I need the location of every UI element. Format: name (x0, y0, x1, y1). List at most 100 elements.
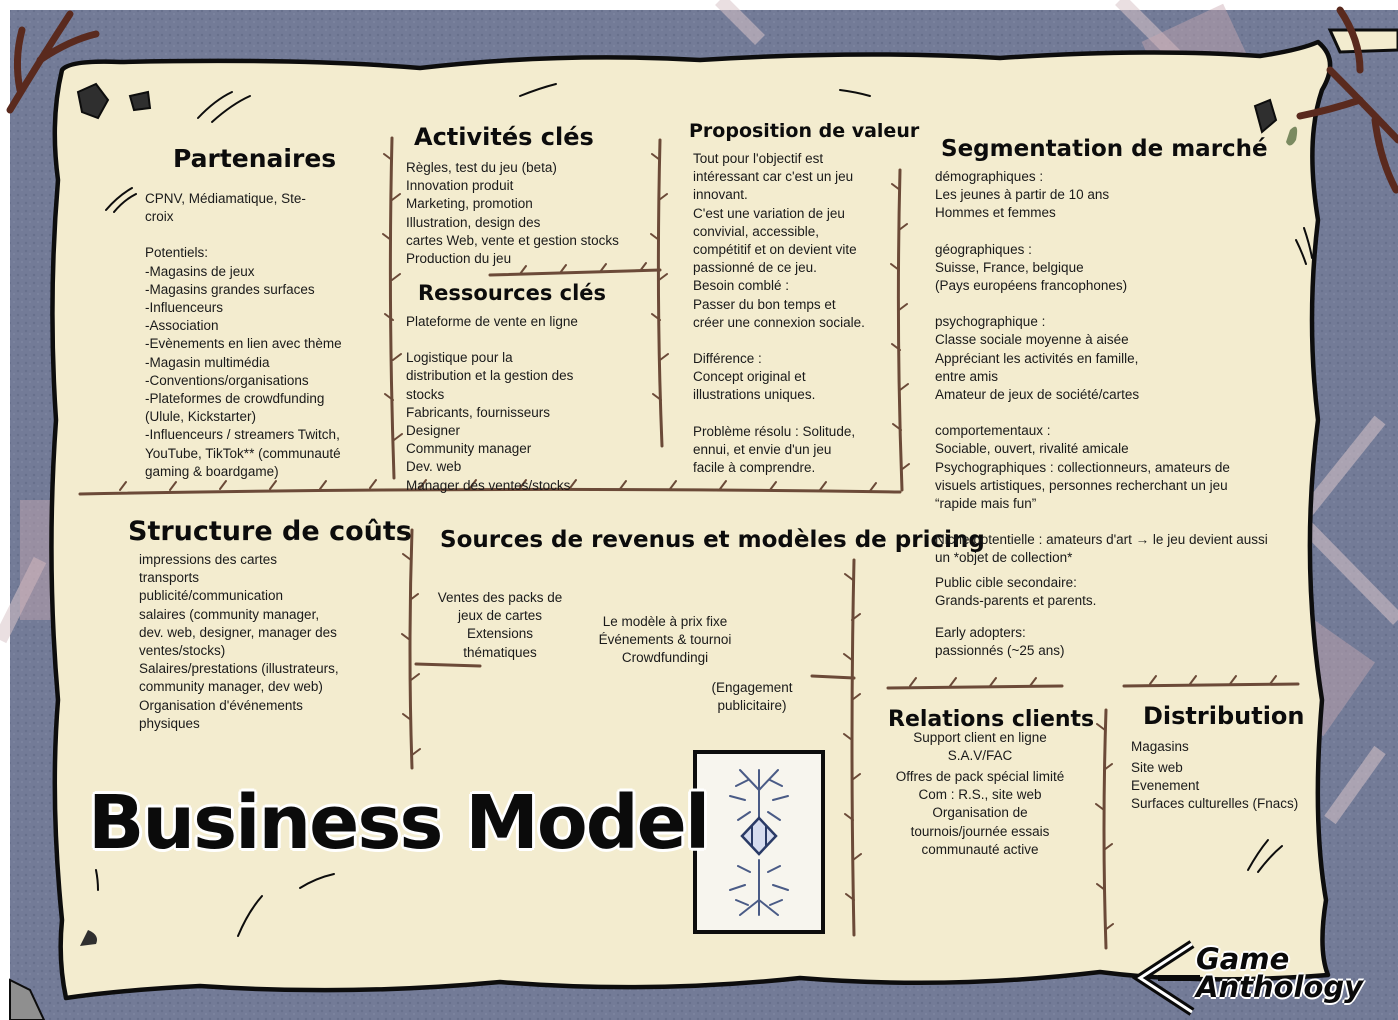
partenaires-list-item: -Conventions/organisations (145, 372, 309, 388)
proposition-list-item: Tout pour l'objectif est (693, 151, 824, 166)
revenus-col2-item: Le modèle à prix fixe (602, 614, 728, 629)
revenus-title: Sources de revenus et modèles de pricing (440, 523, 985, 558)
relations-list-2-item: Organisation de (932, 805, 1028, 821)
revenus-title-line1: Sources de revenus et modèles (440, 527, 847, 553)
distribution-list-2-item: Site web (1131, 760, 1183, 775)
proposition-list-spacer (693, 332, 865, 350)
couts-list-item: salaires (community manager, (139, 606, 320, 622)
relations-title: Relations clients (888, 707, 1095, 732)
partenaires-list-item: (Ulule, Kickstarter) (145, 409, 257, 425)
segmentation-list-item: Appréciant les activités en famille, (935, 350, 1139, 366)
segmentation-secondary-item: Public cible secondaire: (935, 575, 1077, 590)
proposition-list-item: facile à comprendre. (693, 460, 816, 476)
revenus-col1-item: jeux de cartes (457, 608, 543, 624)
couts-list-item: Organisation d'événements (139, 697, 303, 713)
couts-list-item: physiques (139, 715, 200, 731)
partenaires-list-item: -Influenceurs (145, 300, 224, 316)
segmentation-list-spacer (935, 223, 1268, 241)
segmentation-list-item: entre amis (935, 368, 999, 384)
revenus-col3-item: publicitaire) (717, 698, 787, 714)
revenus-col3-item: (Engagement (711, 680, 793, 695)
revenus-col3: (Engagement publicitaire) (692, 679, 812, 715)
partenaires-title: Partenaires (173, 144, 337, 173)
segmentation-list-item: Niche potentielle : amateurs d'art → le … (935, 532, 1268, 548)
segmentation-early-item: Early adopters: (935, 625, 1026, 640)
relations-list-2-item: Com : R.S., site web (918, 787, 1042, 803)
revenus-col1-item: thématiques (463, 644, 537, 660)
couts-list-item: dev. web, designer, manager des (139, 624, 337, 640)
segmentation-secondary: Public cible secondaire:Grands-parents e… (935, 574, 1096, 610)
segmentation-list-item: “rapide mais fun” (935, 496, 1037, 512)
proposition-list-item: compétitif et on devient vite (693, 242, 857, 258)
proposition-list-item: Différence : (693, 351, 762, 367)
couts-title: Structure de coûts (128, 516, 412, 547)
logo-text: Game Anthology (1196, 945, 1364, 1004)
segmentation-list-item: un *objet de collection* (935, 550, 1073, 566)
couts-list-item: Salaires/prestations (illustrateurs, (139, 661, 339, 677)
distribution-list-item: Magasins (1131, 739, 1189, 754)
proposition-list-item: Concept original et (693, 369, 806, 385)
activites-list: Règles, test du jeu (beta)Innovation pro… (406, 159, 619, 268)
couts-list-item: transports (139, 570, 200, 586)
segmentation-list-item: Suisse, France, belgique (935, 259, 1084, 275)
proposition-list-spacer (693, 405, 865, 423)
logo-line2: Anthology (1196, 970, 1364, 1004)
card-illustration (693, 750, 825, 934)
ressources-title: Ressources clés (418, 281, 607, 305)
proposition-list: Tout pour l'objectif est intéressant car … (693, 150, 865, 477)
partenaires-list-item: -Plateformes de crowdfunding (145, 391, 325, 407)
partenaires-list-item: CPNV, Médiamatique, Ste- (145, 191, 306, 206)
segmentation-list-item: comportementaux : (935, 423, 1051, 439)
segmentation-list-item: visuels artistiques, personnes rechercha… (935, 477, 1228, 493)
ressources-list-item: Plateforme de vente en ligne (406, 314, 578, 329)
ressources-list-item: Dev. web (406, 459, 462, 475)
segmentation-list-item: psychographique : (935, 314, 1046, 330)
proposition-list-item: créer une connexion sociale. (693, 314, 865, 330)
segmentation-title: Segmentation de marché (941, 136, 1268, 162)
proposition-list-item: intéressant car c'est un jeu (693, 169, 854, 185)
activites-list-item: cartes Web, vente et gestion stocks (406, 232, 619, 248)
partenaires-list-item: -Magasins de jeux (145, 263, 255, 279)
distribution-title: Distribution (1143, 702, 1305, 730)
proposition-list-item: Besoin comblé : (693, 278, 790, 294)
activites-title: Activités clés (414, 123, 594, 151)
distribution-list-2-item: Surfaces culturelles (Fnacs) (1131, 796, 1299, 812)
segmentation-list-spacer (935, 404, 1268, 422)
ressources-list-spacer (406, 331, 578, 349)
partenaires-list-item: gaming & boardgame) (145, 463, 279, 479)
segmentation-list-item: Les jeunes à partir de 10 ans (935, 187, 1110, 203)
couts-list-item: publicité/communication (139, 588, 284, 604)
relations-list-item: Support client en ligne (913, 730, 1047, 745)
ressources-list-item: Logistique pour la (406, 350, 513, 366)
segmentation-early: Early adopters:passionnés (~25 ans) (935, 624, 1064, 660)
activites-list-item: Illustration, design des (406, 214, 541, 230)
activites-list-item: Règles, test du jeu (beta) (406, 160, 557, 175)
partenaires-list-item: croix (145, 209, 174, 225)
segmentation-list: démographiques :Les jeunes à partir de 1… (935, 168, 1268, 568)
proposition-list-item: passionné de ce jeu. (693, 260, 817, 276)
segmentation-list-spacer (935, 295, 1268, 313)
revenus-col2-item: Événements & tournoi (598, 632, 732, 648)
couts-list-item: community manager, dev web) (139, 679, 323, 695)
proposition-list-item: C'est une variation de jeu (693, 205, 845, 221)
segmentation-list-item: Hommes et femmes (935, 205, 1056, 221)
proposition-list-item: innovant. (693, 187, 748, 203)
partenaires-list-item: -Evènements en lien avec thème (145, 336, 342, 352)
relations-list-item: S.A.V/FAC (947, 748, 1013, 764)
couts-list-item: ventes/stocks) (139, 643, 226, 659)
revenus-title-line2: de pricing (854, 527, 985, 553)
segmentation-list-item: géographiques : (935, 241, 1032, 257)
proposition-list-item: illustrations uniques. (693, 387, 816, 403)
segmentation-list-item: (Pays européens francophones) (935, 278, 1128, 294)
partenaires-list-item: -Influenceurs / streamers Twitch, (145, 427, 340, 443)
segmentation-list-item: Classe sociale moyenne à aisée (935, 332, 1129, 348)
ressources-list-item: Manager des ventes/stocks (406, 477, 571, 493)
relations-list-2-item: communauté active (921, 841, 1039, 857)
